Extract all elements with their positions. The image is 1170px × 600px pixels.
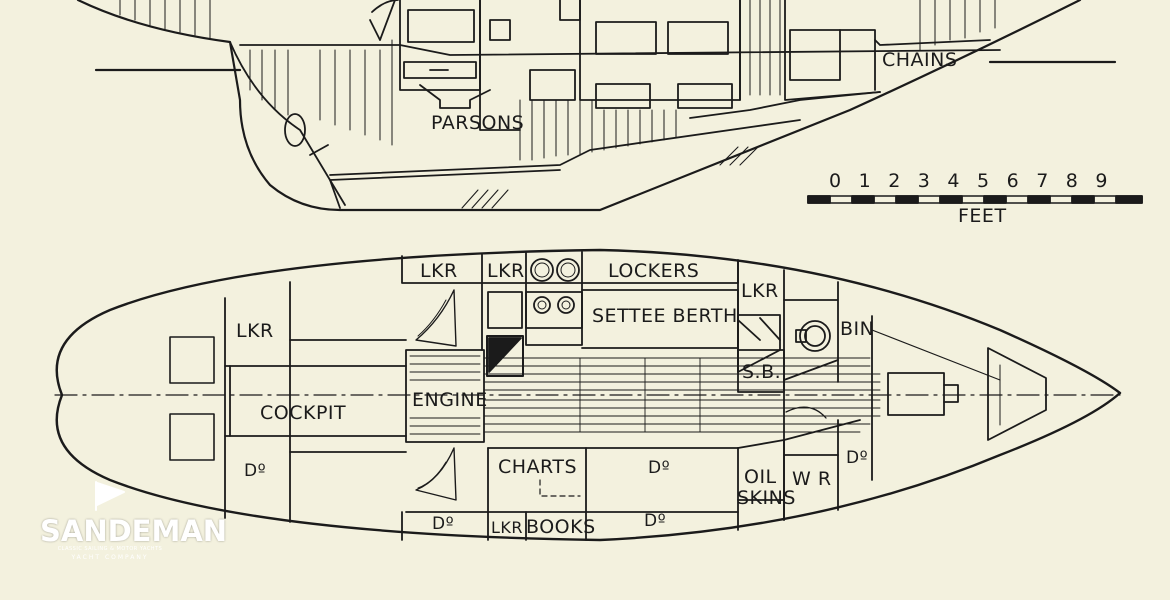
label-oil: OIL bbox=[744, 466, 777, 488]
keel-hatch bbox=[461, 146, 759, 209]
logo-company: YACHT COMPANY bbox=[71, 554, 149, 561]
label-settee-berth: SETTEE BERTH bbox=[592, 305, 738, 327]
scale-tick-label: 9 bbox=[1095, 170, 1108, 192]
label-chains: CHAINS bbox=[882, 49, 958, 71]
label-wr: W R bbox=[792, 468, 832, 490]
logo-tagline: CLASSIC SAILING & MOTOR YACHTS bbox=[57, 546, 163, 552]
label-sb: S.B. bbox=[742, 361, 782, 383]
label-ditto-fwd: Dº bbox=[846, 448, 869, 468]
scale-tick-label: 5 bbox=[977, 170, 990, 192]
label-ditto-aft-port: Dº bbox=[244, 461, 267, 481]
scale-tick-label: 8 bbox=[1065, 170, 1078, 192]
label-books: BOOKS bbox=[526, 516, 596, 538]
logo-name: SANDEMAN bbox=[40, 514, 228, 548]
scale-tick-label: 2 bbox=[888, 170, 901, 192]
scale-tick-label: 4 bbox=[947, 170, 960, 192]
scale-tick-label: 0 bbox=[829, 170, 842, 192]
label-lkr-top-mid: LKR bbox=[487, 260, 525, 282]
scale-unit: FEET bbox=[958, 205, 1007, 227]
profile-section bbox=[76, 0, 1117, 212]
sandeman-logo: SANDEMAN CLASSIC SAILING & MOTOR YACHTS … bbox=[36, 478, 227, 562]
label-cockpit: COCKPIT bbox=[260, 402, 347, 424]
scale-tick-label: 7 bbox=[1036, 170, 1049, 192]
deck-plan bbox=[54, 248, 1122, 542]
label-engine: ENGINE bbox=[412, 389, 488, 411]
label-ditto-bottom-left: Dº bbox=[432, 514, 455, 534]
label-bin: BIN bbox=[840, 318, 875, 340]
label-ditto-bottom-mid: Dº bbox=[644, 511, 667, 531]
label-lockers: LOCKERS bbox=[608, 260, 700, 282]
label-parsons: PARSONS bbox=[431, 112, 525, 134]
floor-planks bbox=[483, 357, 881, 433]
scale-tick-label: 6 bbox=[1006, 170, 1019, 192]
logo-flag-icon bbox=[95, 481, 125, 511]
label-lkr-right: LKR bbox=[741, 280, 779, 302]
label-skins: SKINS bbox=[737, 487, 796, 509]
interior-frames bbox=[119, 0, 996, 161]
label-lkr-bottom: LKR bbox=[491, 518, 524, 537]
hull-outline bbox=[55, 248, 1122, 542]
label-charts: CHARTS bbox=[498, 456, 578, 478]
label-ditto-mid: Dº bbox=[648, 458, 671, 478]
scale-tick-label: 3 bbox=[917, 170, 930, 192]
scale-bar bbox=[807, 195, 1143, 204]
engine-hatch bbox=[409, 355, 481, 435]
scale-tick-label: 1 bbox=[858, 170, 871, 192]
label-lkr-top-left: LKR bbox=[420, 260, 458, 282]
label-lkr-stern: LKR bbox=[236, 320, 274, 342]
